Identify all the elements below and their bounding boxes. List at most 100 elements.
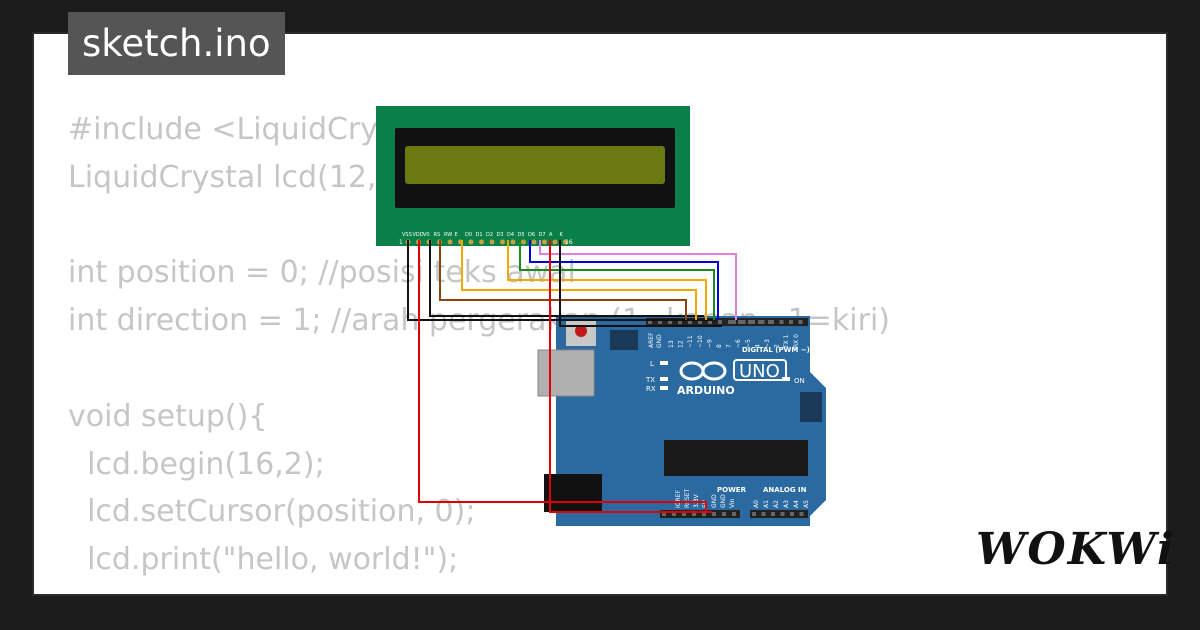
icsp-header-1 <box>610 330 638 350</box>
lcd-pin-label: D4 <box>507 232 514 238</box>
lcd-pin[interactable] <box>563 239 568 245</box>
header-pin-hole[interactable] <box>658 320 662 324</box>
header-pin-hole[interactable] <box>732 512 736 516</box>
header-pin-hole[interactable] <box>779 320 784 324</box>
lcd-pin[interactable] <box>552 239 558 245</box>
atmega-chip <box>664 440 808 476</box>
lcd-pin-label: D2 <box>486 232 493 238</box>
digital-pin-label: TX 1 <box>783 334 790 349</box>
sketch-title: sketch.ino <box>68 12 285 75</box>
lcd-pin[interactable] <box>542 239 547 245</box>
header-pin-hole[interactable] <box>672 512 676 516</box>
wires <box>407 240 737 513</box>
lcd-pin-1-label: 1 <box>399 239 403 246</box>
header-pin-hole[interactable] <box>780 512 785 516</box>
digital-pin-label: ~5 <box>745 339 752 348</box>
header-pin-hole[interactable] <box>718 320 722 324</box>
lcd-pin-label: VDD <box>413 232 424 238</box>
header-pin-hole[interactable] <box>748 320 752 324</box>
header-pin-hole[interactable] <box>728 320 732 324</box>
header-pin-hole[interactable] <box>738 320 742 324</box>
wokwi-logo: WOKWi <box>976 524 1176 575</box>
lcd-pin[interactable] <box>500 239 505 245</box>
header-pin-hole[interactable] <box>752 512 756 516</box>
analog-pin-label: A4 <box>793 500 800 508</box>
analog-header <box>750 510 808 518</box>
wire-d4-d5 <box>507 240 707 320</box>
lcd-pin-label: D7 <box>539 232 546 238</box>
header-pin-hole[interactable] <box>761 512 766 516</box>
tx-label: TX <box>645 376 655 384</box>
header-pin-hole[interactable] <box>732 320 736 324</box>
header-pin-hole[interactable] <box>662 512 666 516</box>
header-pin-hole[interactable] <box>798 320 803 324</box>
analog-pin-label: A2 <box>773 500 780 508</box>
lcd-pin[interactable] <box>521 239 526 245</box>
header-pin-hole[interactable] <box>760 320 765 324</box>
digital-pin-label: 13 <box>668 340 675 348</box>
lcd-pin-16-label: 16 <box>565 239 573 246</box>
header-pin-hole[interactable] <box>698 320 702 324</box>
power-pin-label: 3.3V <box>693 493 700 508</box>
header-pin-hole[interactable] <box>790 512 794 516</box>
lcd-pin-label: D0 <box>465 232 472 238</box>
wire-vdd-5v <box>418 240 707 512</box>
power-header <box>660 510 740 518</box>
header-pin-hole[interactable] <box>789 320 793 324</box>
rx-led <box>660 386 668 390</box>
code-line: lcd.print("hello, world!"); <box>68 542 459 578</box>
header-pin-hole[interactable] <box>708 320 712 324</box>
on-label: ON <box>794 377 805 385</box>
header-pin-hole[interactable] <box>741 320 746 324</box>
header-pin-hole[interactable] <box>799 512 804 516</box>
digital-pin-label: 12 <box>678 340 685 348</box>
header-pin-hole[interactable] <box>692 512 696 516</box>
lcd-pin[interactable] <box>447 239 453 245</box>
lcd-pin[interactable] <box>489 239 495 245</box>
digital-pin-label: 7 <box>726 344 733 348</box>
header-pin-hole[interactable] <box>648 320 652 324</box>
l-label: L <box>650 360 654 368</box>
header-pin-hole[interactable] <box>678 320 682 324</box>
lcd-pin-label: D5 <box>518 232 525 238</box>
analog-pin-label: A1 <box>763 500 770 508</box>
digital-label: DIGITAL (PWM ~) <box>742 346 810 354</box>
lcd-pin[interactable] <box>510 239 516 245</box>
header-pin-hole[interactable] <box>758 320 762 324</box>
header-pin-hole[interactable] <box>702 512 706 516</box>
power-jack <box>544 474 602 512</box>
header-pin-hole[interactable] <box>682 512 686 516</box>
code-line: lcd.setCursor(position, 1); <box>68 584 890 594</box>
lcd-pin-label: V0 <box>423 232 430 238</box>
lcd-pin-label: D1 <box>476 232 483 238</box>
lcd-pin[interactable] <box>531 239 537 245</box>
power-pin-label: IOREF <box>675 490 682 508</box>
lcd-pin[interactable] <box>468 239 474 245</box>
wire-e-d11 <box>461 240 697 320</box>
header-pin-hole[interactable] <box>722 512 726 516</box>
lcd-pin[interactable] <box>479 239 484 245</box>
on-led <box>782 377 790 381</box>
header-pin-hole[interactable] <box>770 320 774 324</box>
code-line: lcd.begin(16,2); <box>68 446 325 482</box>
lcd-pin-label: RW <box>444 232 452 238</box>
analog-label: ANALOG IN <box>763 486 807 494</box>
wire-a-5v <box>549 240 712 513</box>
power-pin-label: GND <box>711 494 718 508</box>
header-pin-hole[interactable] <box>668 320 672 324</box>
header-pin-hole[interactable] <box>712 512 716 516</box>
power-pin-label: GND <box>720 494 727 508</box>
digital-pin-label: ~10 <box>697 335 704 348</box>
arduino-uno-board[interactable]: UNO ARDUINO DIGITAL (PWM ~) POWER ANALOG… <box>537 316 826 526</box>
digital-pin-label: ~3 <box>764 339 771 348</box>
wire-v0-gnd <box>429 240 704 317</box>
reset-button <box>575 325 587 337</box>
header-pin-hole[interactable] <box>688 320 692 324</box>
lcd-screen <box>405 146 665 184</box>
header-pin-hole[interactable] <box>751 320 755 324</box>
header-pin-hole[interactable] <box>771 512 775 516</box>
